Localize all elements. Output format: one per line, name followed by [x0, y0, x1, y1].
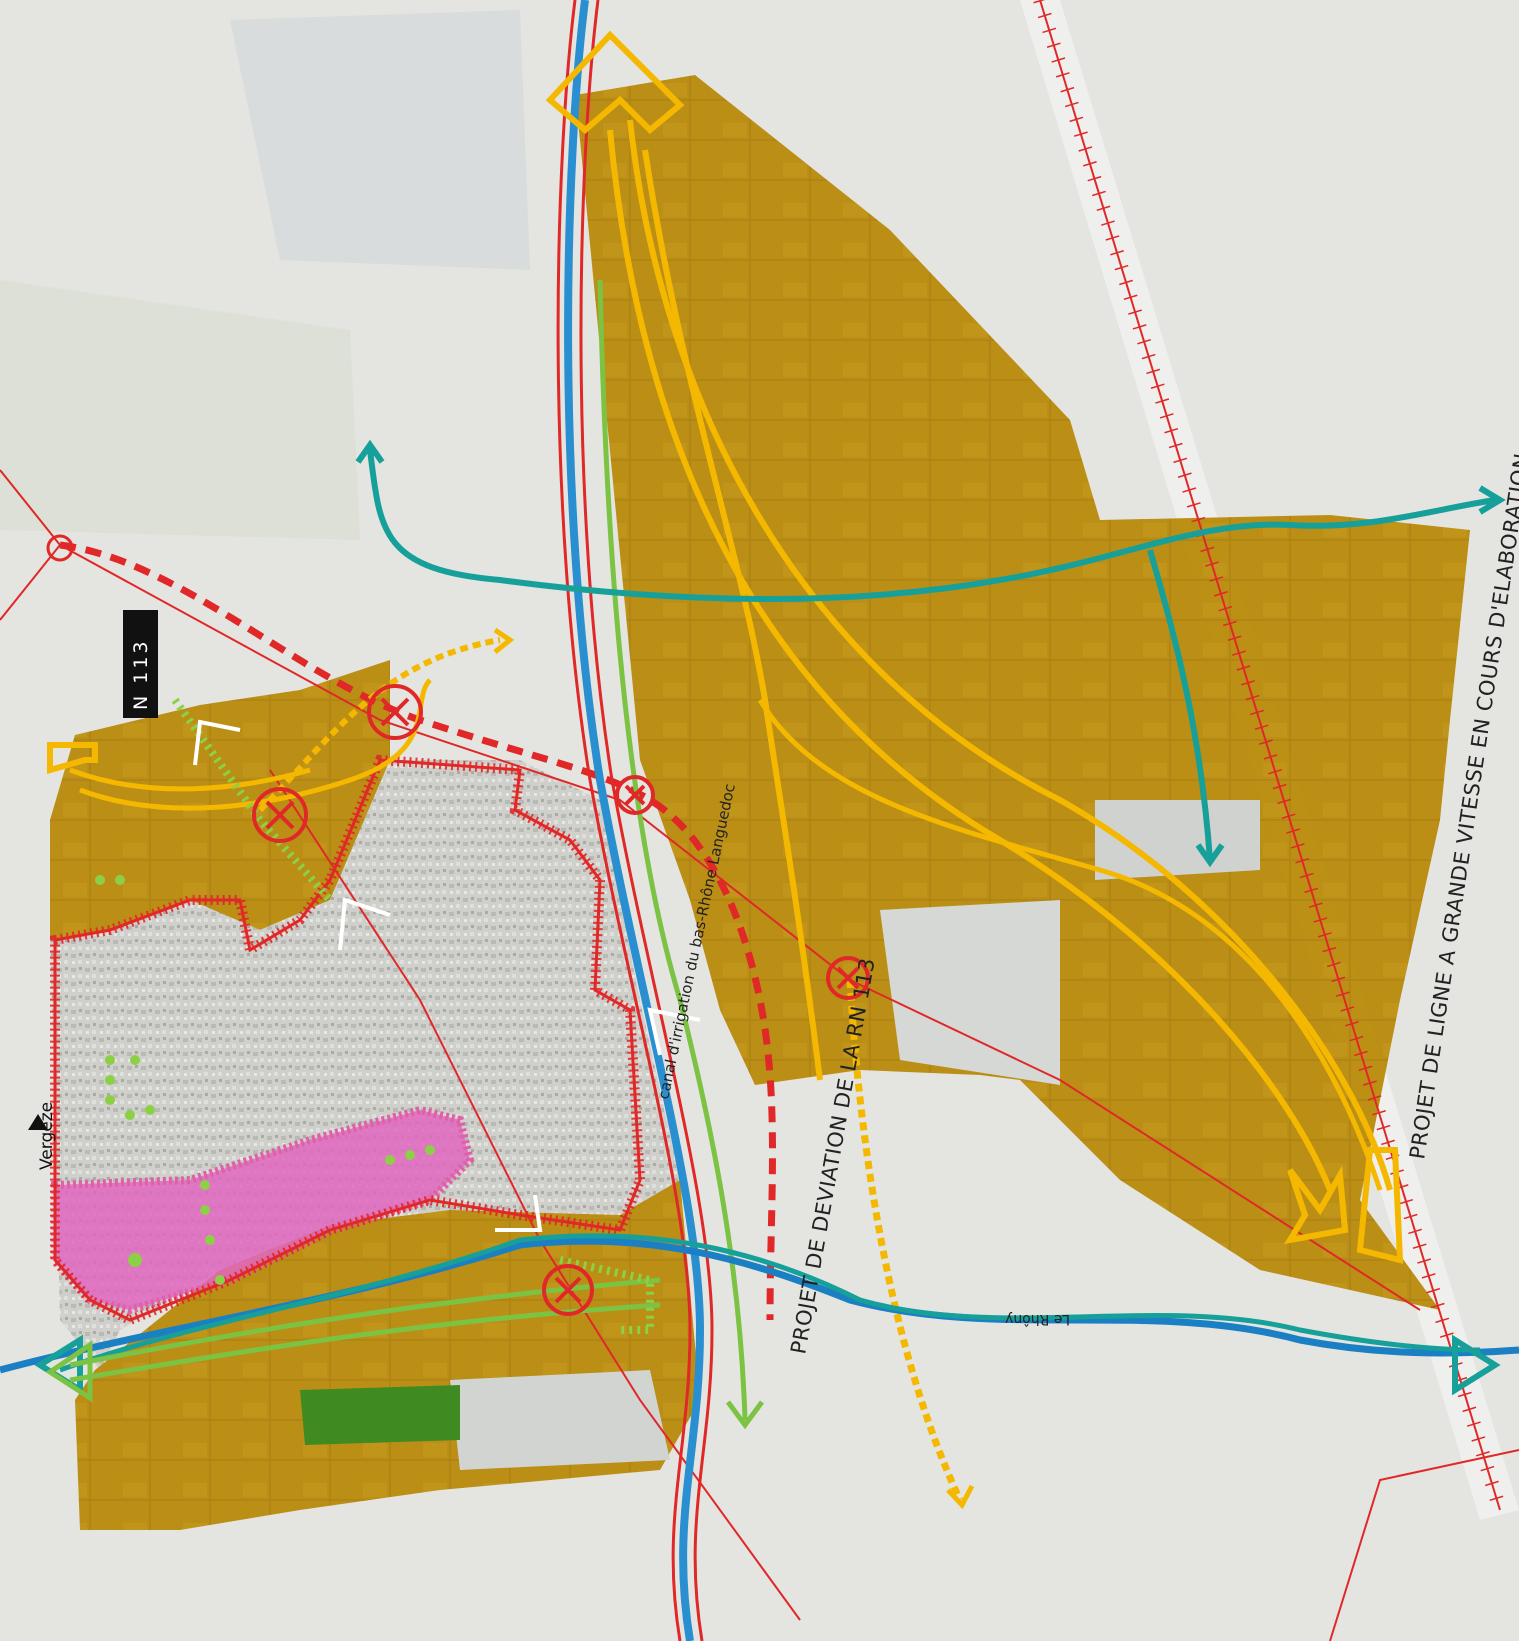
yellow-dashed-south: [846, 979, 964, 1502]
green-dotted-connector: [171, 697, 334, 903]
yellow-hollow-arrow-se-2: [1356, 1147, 1404, 1264]
main-road-red-a: [556, 0, 692, 1641]
yellow-hollow-arrow-north: [545, 30, 685, 135]
yellow-hollow-arrow-se-1: [1284, 1165, 1349, 1245]
industrial-site: [880, 900, 1060, 1085]
town-marker-icon: [28, 1114, 48, 1130]
conflict-marker: [252, 787, 308, 843]
yellow-arrowhead-west-dashed: [493, 627, 515, 654]
canal-green-arrow: [725, 1400, 765, 1430]
main-road-red-b: [579, 0, 714, 1641]
road-badge-n113: N 113: [123, 610, 158, 718]
teal-arrowhead-s: [1195, 843, 1225, 868]
commercial-site: [1095, 800, 1260, 880]
yellow-hollow-arrow-west: [47, 742, 98, 774]
teal-corridor-north: [367, 449, 1496, 602]
view-chevron-icon: [495, 1194, 543, 1232]
yellow-axis-1: [607, 129, 1333, 1192]
yellow-axis-3: [642, 149, 823, 1081]
urban-boundary-hatch: [50, 754, 646, 1326]
yellow-arrowhead-south-dashed: [946, 1484, 975, 1510]
roundabout-marker: [46, 534, 74, 562]
green-tree-dots: [95, 875, 435, 1285]
teal-corridor-river: [59, 1233, 1481, 1373]
road-southeast: [1329, 1449, 1519, 1641]
teal-arrowhead-e: [1478, 485, 1506, 515]
view-chevron-icon: [338, 897, 391, 951]
view-chevron-icon: [647, 1007, 701, 1056]
river-label: Le Rhôny: [1005, 1311, 1070, 1327]
woodland-patch: [300, 1385, 460, 1445]
town-label: Vergèze: [37, 1102, 57, 1170]
agricultural-zone-nw: [50, 660, 390, 940]
teal-hollow-arrow-east: [1452, 1334, 1501, 1396]
conflict-marker: [367, 684, 423, 740]
conflict-marker: [826, 956, 870, 1000]
road-n113-old: [59, 544, 1421, 1311]
teal-arrowhead-n: [355, 439, 385, 464]
view-chevron-icon: [193, 719, 241, 766]
farmland-west-bg: [0, 280, 360, 540]
industrial-zone-north: [230, 10, 530, 270]
industrial-site-south: [450, 1370, 670, 1470]
teal-corridor-branch: [1147, 549, 1213, 861]
lgv-track: [1039, 0, 1501, 1511]
yellow-axis-west-2: [69, 767, 311, 792]
conflict-marker: [615, 775, 655, 815]
road-badge-text: N 113: [130, 638, 152, 710]
yellow-dashed-west: [257, 637, 501, 813]
agricultural-zone-east: [575, 75, 1470, 1310]
yellow-axis-4: [757, 698, 1383, 1191]
conflict-marker: [542, 1264, 594, 1316]
main-road-blue: [564, 0, 705, 1641]
green-hollow-arrow-west: [45, 1340, 93, 1403]
historic-centre-zone: [55, 1110, 470, 1310]
canal-green: [597, 279, 748, 1421]
